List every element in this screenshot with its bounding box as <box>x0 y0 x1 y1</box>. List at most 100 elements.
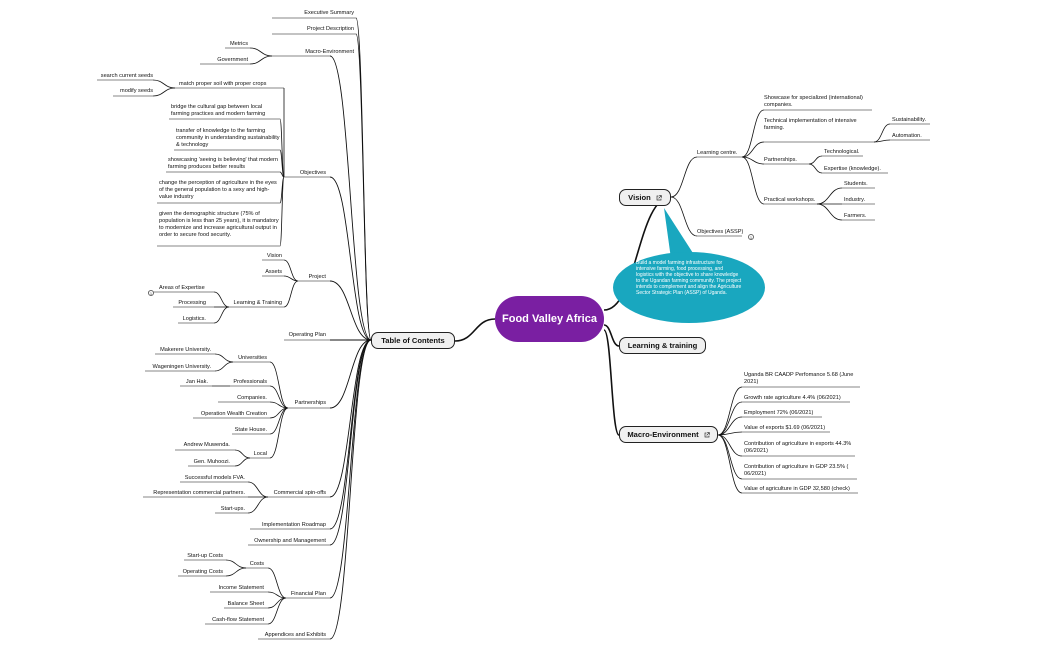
node-income-statement[interactable]: Income Statement <box>218 585 264 591</box>
topic-macro-environment[interactable]: Macro-Environment <box>619 426 718 443</box>
node-successful-models[interactable]: Successful models FVA. <box>184 475 245 481</box>
node-contribution-gdp[interactable]: Contribution of agriculture in GDP 23.5%… <box>744 464 849 477</box>
node-showcasing[interactable]: showcasing 'seeing is believing' that mo… <box>168 157 279 170</box>
central-topic[interactable]: Food Valley Africa <box>495 296 604 342</box>
connector-curve <box>267 591 287 599</box>
node-balance-sheet[interactable]: Balance Sheet <box>227 601 264 607</box>
node-operating-costs[interactable]: Operating Costs <box>182 569 223 575</box>
node-universities[interactable]: Universities <box>238 355 267 361</box>
node-contribution-exports[interactable]: Contribution of agriculture in exports 4… <box>744 441 852 454</box>
node-transfer-knowledge[interactable]: transfer of knowledge to the farming com… <box>176 128 280 148</box>
node-farmers[interactable]: Farmers. <box>844 213 867 219</box>
node-match-soil[interactable]: match proper soil with proper crops <box>179 81 267 87</box>
node-representation[interactable]: Representation commercial partners. <box>153 490 245 496</box>
marker-badge[interactable]: 1 <box>748 234 754 240</box>
node-vision-sub[interactable]: Vision <box>266 253 282 259</box>
node-macro-environment[interactable]: Macro-Environment <box>305 49 354 55</box>
connector-curve <box>269 407 289 459</box>
connector-curve <box>269 385 289 409</box>
node-cashflow[interactable]: Cash-flow Statement <box>212 617 264 623</box>
node-gen-muhoozi[interactable]: Gen. Muhoozi. <box>193 459 230 465</box>
connector-curve <box>214 361 234 372</box>
node-state-house[interactable]: State House. <box>234 427 267 433</box>
node-implementation-roadmap[interactable]: Implementation Roadmap <box>261 522 326 528</box>
connector-curve <box>225 567 247 577</box>
connector-curve <box>247 481 269 498</box>
node-wageningen[interactable]: Wageningen University. <box>152 364 211 370</box>
node-technological[interactable]: Technological. <box>824 149 860 155</box>
node-sustainability[interactable]: Sustainability. <box>892 117 927 123</box>
connector-curve <box>355 33 372 341</box>
node-students[interactable]: Students. <box>844 181 868 187</box>
node-learning-training[interactable]: Learning & Training <box>233 300 282 306</box>
root-connector <box>603 329 620 436</box>
node-logistics[interactable]: Logistics. <box>182 316 206 322</box>
topic-table-of-contents[interactable]: Table of Contents <box>371 332 455 349</box>
node-modify-seeds[interactable]: modify seeds <box>120 88 153 94</box>
node-search-seeds[interactable]: search current seeds <box>100 73 153 79</box>
node-partnerships-vision[interactable]: Partnerships. <box>764 157 797 163</box>
node-appendices[interactable]: Appendices and Exhibits <box>264 632 326 638</box>
connector-curve <box>741 109 765 158</box>
node-objectives-assp[interactable]: Objectives (ASSP) <box>697 229 744 235</box>
node-andrew[interactable]: Andrew Muwenda. <box>183 442 230 448</box>
node-technical[interactable]: Technical implementation of intensive fa… <box>764 118 857 131</box>
node-objectives[interactable]: Objectives <box>299 170 326 176</box>
node-operation-wealth[interactable]: Operation Wealth Creation <box>200 411 267 417</box>
node-processing[interactable]: Processing <box>178 300 206 306</box>
node-employment[interactable]: Employment 72% (06/2021) <box>744 410 814 416</box>
node-automation[interactable]: Automation. <box>892 133 922 139</box>
node-ownership[interactable]: Ownership and Management <box>254 538 326 544</box>
external-link-icon[interactable] <box>704 431 710 438</box>
node-expertise[interactable]: Expertise (knowledge). <box>824 166 881 172</box>
node-demographic[interactable]: given the demographic structure (75% of … <box>159 211 279 238</box>
node-government[interactable]: Government <box>217 57 248 63</box>
node-project[interactable]: Project <box>308 274 326 280</box>
node-project-description[interactable]: Project Description <box>307 26 354 32</box>
topic-vision[interactable]: Vision <box>619 189 671 206</box>
connector-curve <box>816 187 843 205</box>
node-assets[interactable]: Assets <box>265 269 282 275</box>
connector-curve <box>717 434 743 494</box>
connector-curve <box>329 339 372 599</box>
node-startups[interactable]: Start-ups. <box>220 506 245 512</box>
node-partnerships[interactable]: Partnerships <box>294 400 326 406</box>
node-learning-centre[interactable]: Learning centre. <box>697 150 738 156</box>
node-growth-rate[interactable]: Growth rate agriculture 4.4% (06/2021) <box>744 395 841 401</box>
node-companies[interactable]: Companies. <box>237 395 267 401</box>
node-jan-hak[interactable]: Jan Hak. <box>185 379 208 385</box>
node-commercial-spinoffs[interactable]: Commercial spin-offs <box>273 490 326 496</box>
connector-curve <box>670 156 698 198</box>
connector-curve <box>279 171 285 178</box>
external-link-icon[interactable] <box>656 194 662 201</box>
node-startup-costs[interactable]: Start-up Costs <box>187 553 223 559</box>
topic-label: Vision <box>628 193 651 202</box>
node-operating-plan[interactable]: Operating Plan <box>288 332 326 338</box>
topic-label: Learning & training <box>627 341 698 350</box>
node-change-perception[interactable]: change the perception of agriculture in … <box>159 180 277 200</box>
node-financial-plan[interactable]: Financial Plan <box>290 591 326 597</box>
node-showcase[interactable]: Showcase for specialized (international)… <box>764 95 863 108</box>
node-metrics[interactable]: Metrics <box>229 41 248 47</box>
marker-badge[interactable]: 1 <box>148 290 154 296</box>
node-value-gdp[interactable]: Value of agriculture in GDP 32,580 (chec… <box>744 486 850 492</box>
topic-learning-training[interactable]: Learning & training <box>619 337 706 354</box>
node-industry[interactable]: Industry. <box>844 197 866 203</box>
node-bridge-gap[interactable]: bridge the cultural gap between local fa… <box>171 104 266 117</box>
node-makerere[interactable]: Makerere University. <box>160 347 211 353</box>
connector-curve <box>717 431 743 436</box>
connector-curve <box>329 339 372 530</box>
node-practical-workshops[interactable]: Practical workshops. <box>764 197 816 203</box>
node-executive-summary[interactable]: Executive Summary <box>304 10 354 16</box>
node-exports-value[interactable]: Value of exports $1.69 (06/2021) <box>744 425 826 431</box>
node-caadp[interactable]: Uganda BR CAADP Perfomance 5.68 (June 20… <box>744 372 854 385</box>
root-connector <box>603 324 620 347</box>
connector-curve <box>329 176 372 341</box>
connector-curve <box>269 401 289 409</box>
topic-label: Table of Contents <box>381 336 445 345</box>
node-local[interactable]: Local <box>253 451 267 457</box>
node-costs[interactable]: Costs <box>249 561 264 567</box>
connector-curve <box>717 416 743 436</box>
node-areas-expertise[interactable]: Areas of Expertise <box>159 285 205 291</box>
node-professionals[interactable]: Professionals <box>233 379 267 385</box>
